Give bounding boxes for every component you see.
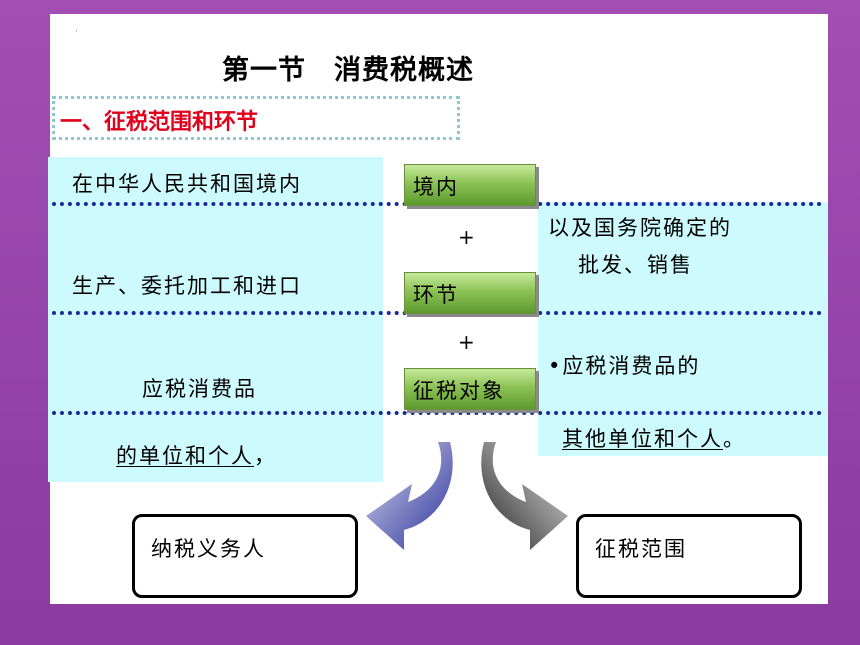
dotted-divider-3 xyxy=(52,411,822,415)
left-curved-arrow-icon xyxy=(366,442,453,550)
outcome-box-tax-scope: 征税范围 xyxy=(576,514,802,598)
outcome-box-taxpayer: 纳税义务人 xyxy=(132,514,358,598)
page-title: 第一节 消费税概述 xyxy=(222,55,474,86)
outcome-label-taxpayer: 纳税义务人 xyxy=(151,537,266,561)
left-row-territory: 在中华人民共和国境内 xyxy=(72,172,302,196)
left-row-entities: 的单位和个人， xyxy=(116,440,277,470)
right-curved-arrow-icon xyxy=(481,442,568,550)
right-row-wholesale: 批发、销售 xyxy=(578,253,693,277)
right-row-entities-tail: 。 xyxy=(723,427,746,451)
right-row-goods: •应税消费品的 xyxy=(548,354,701,378)
right-row-entities: 其他单位和个人。 xyxy=(562,423,746,453)
left-definition-panel xyxy=(48,157,383,482)
left-row-entities-underlined: 的单位和个人 xyxy=(116,444,254,468)
outcome-label-tax-scope: 征税范围 xyxy=(595,537,687,561)
tag-territory: 境内 xyxy=(404,164,536,206)
tag-taxable-object: 征税对象 xyxy=(404,368,536,410)
tag-stage: 环节 xyxy=(404,272,536,314)
plus-sign-1: + xyxy=(458,225,475,249)
right-row-state-council: 以及国务院确定的 xyxy=(548,216,732,240)
left-row-entities-tail: ， xyxy=(254,444,277,468)
right-row-entities-underlined: 其他单位和个人 xyxy=(562,427,723,451)
decorative-dot: · xyxy=(75,27,78,36)
left-row-stages: 生产、委托加工和进口 xyxy=(72,274,302,298)
left-row-goods: 应税消费品 xyxy=(142,377,257,401)
section-heading: 一、征税范围和环节 xyxy=(60,110,259,135)
section-heading-frame xyxy=(52,96,460,140)
plus-sign-2: + xyxy=(458,330,475,354)
